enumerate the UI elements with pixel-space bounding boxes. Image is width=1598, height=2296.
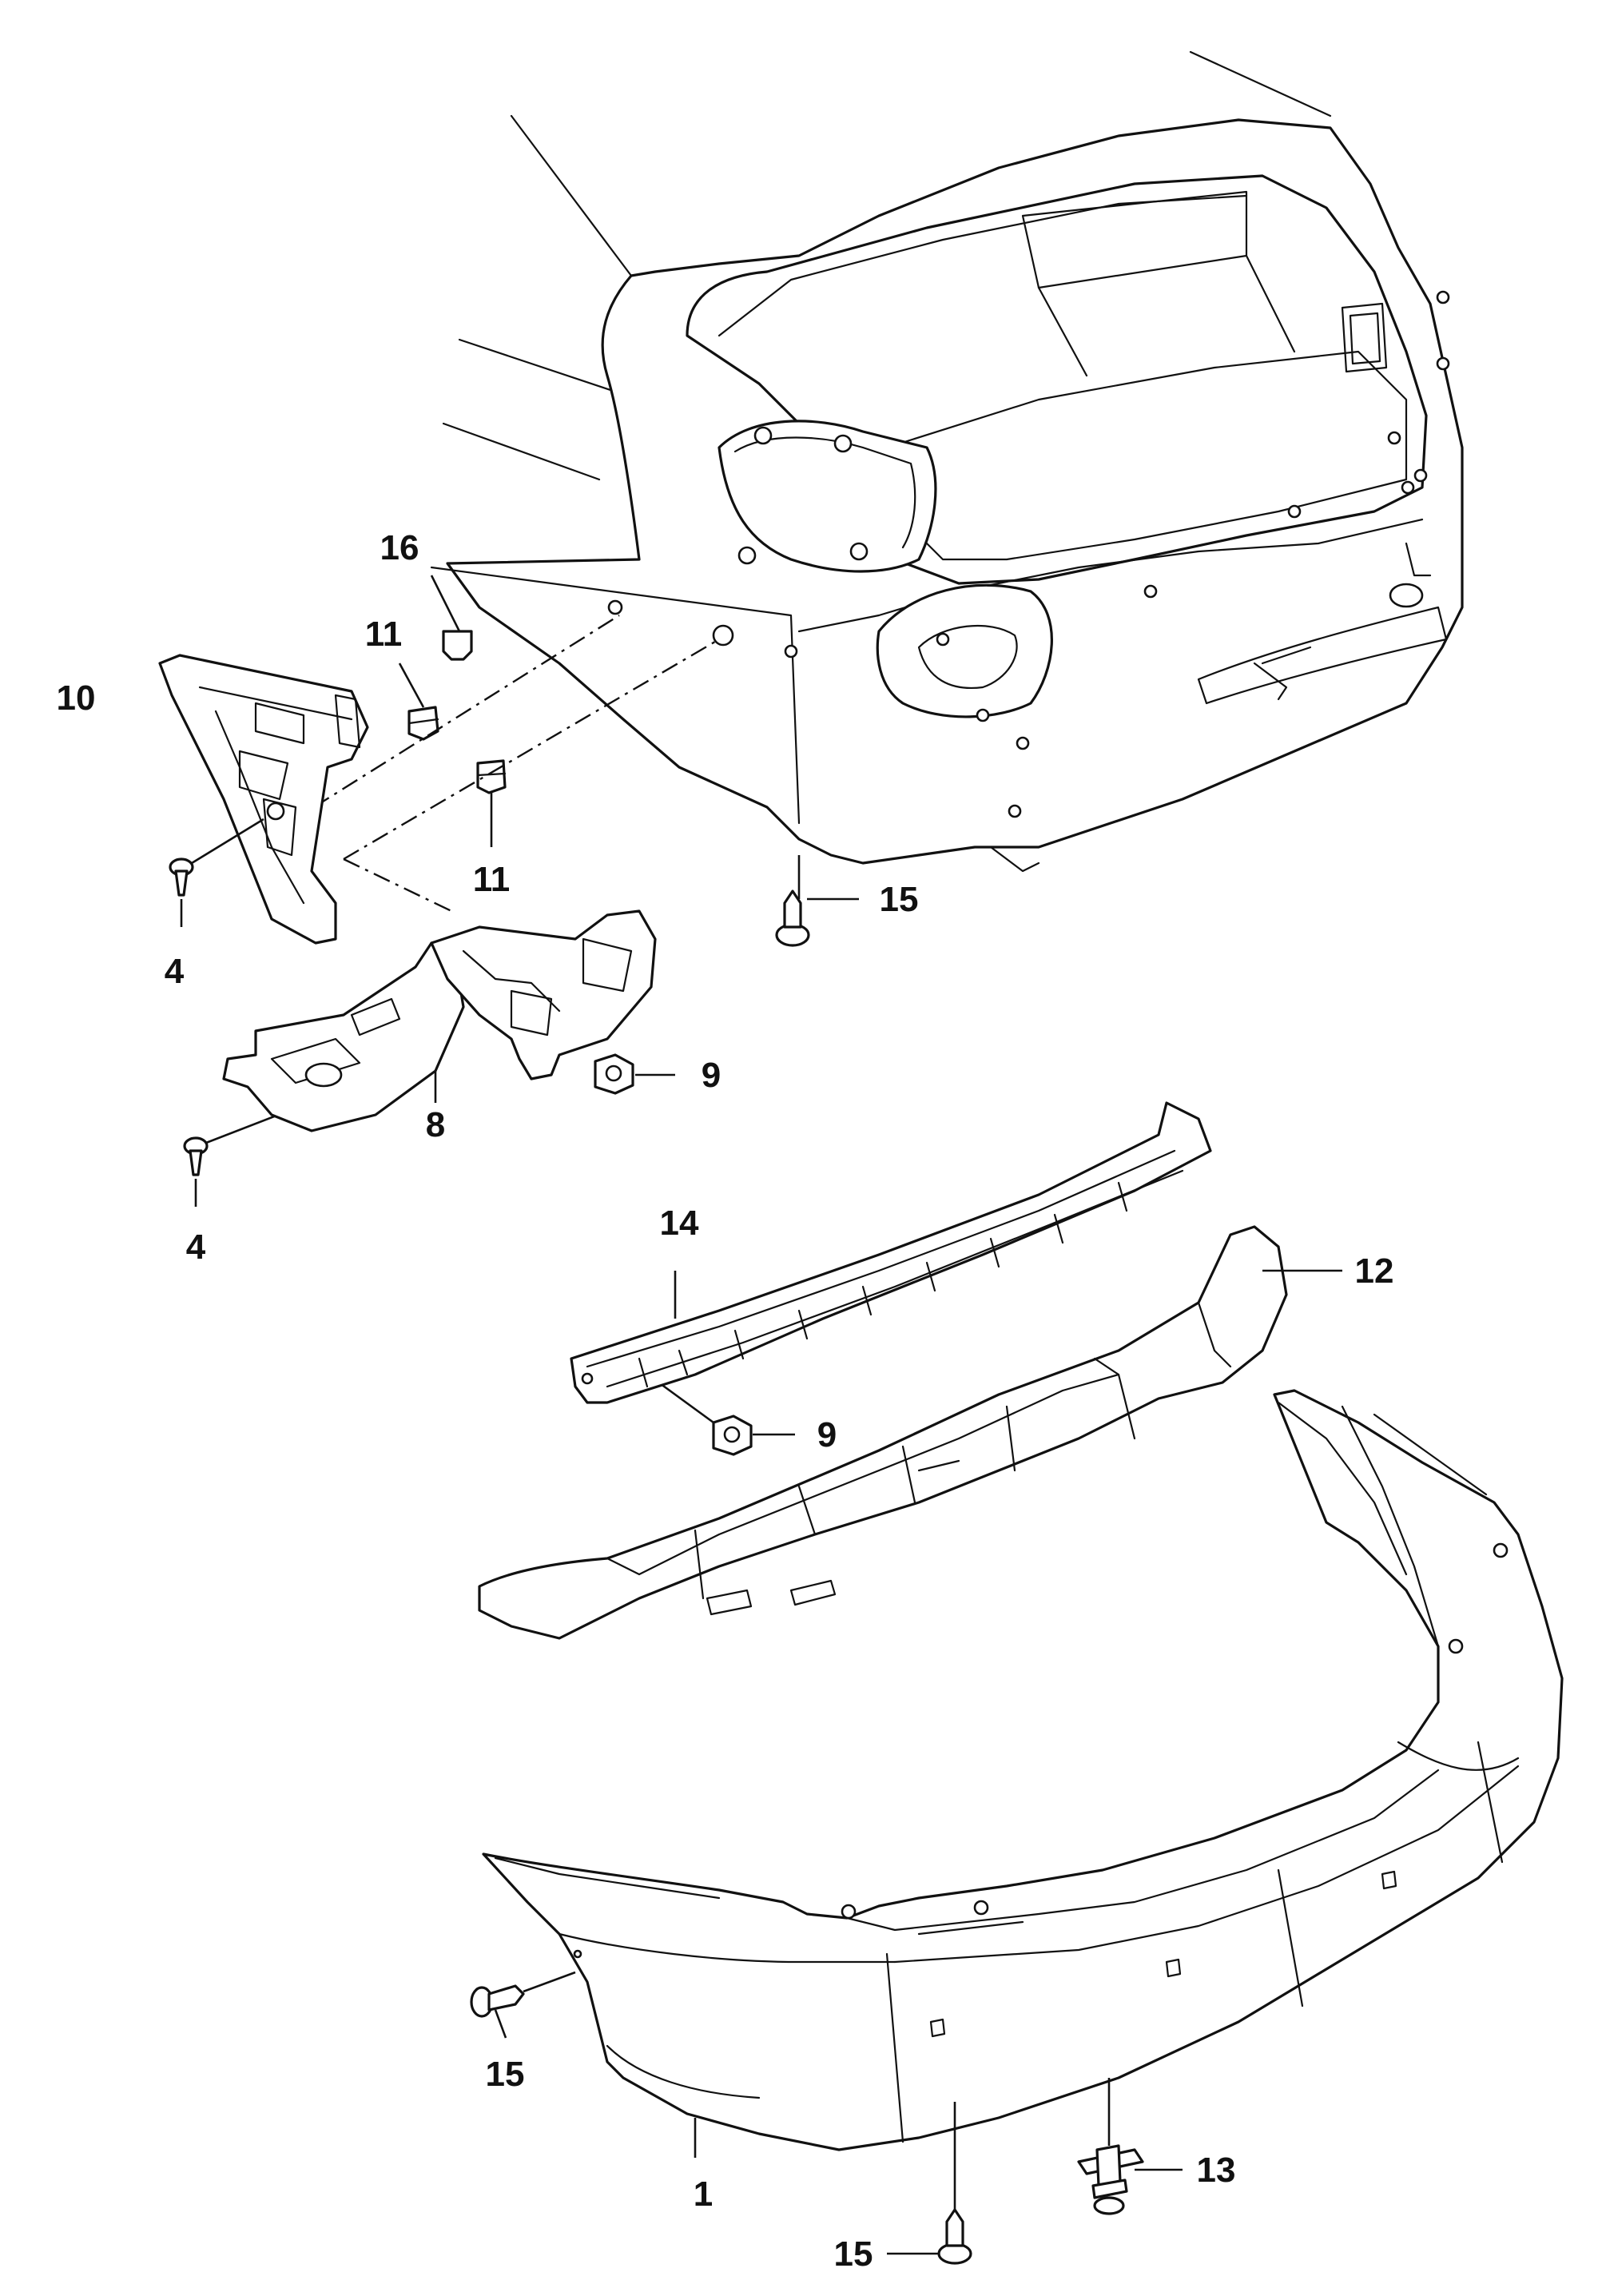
part-1-bumper-cover — [482, 1389, 1564, 2158]
callout-9-upper: 9 — [702, 1056, 721, 1095]
callout-10: 10 — [57, 678, 96, 718]
callout-9-lower: 9 — [817, 1415, 837, 1454]
callout-11-lower: 11 — [473, 860, 511, 899]
part-10-bracket — [158, 654, 369, 945]
callout-13: 13 — [1197, 2151, 1236, 2190]
callout-8: 8 — [426, 1105, 445, 1144]
part-9-nut-upper — [594, 1053, 675, 1095]
part-13-fastener — [1077, 2078, 1183, 2215]
callout-15-upper: 15 — [880, 880, 919, 919]
callout-4-lower: 4 — [186, 1228, 206, 1267]
part-15-rivet-left — [470, 1971, 576, 2039]
callout-12: 12 — [1355, 1251, 1394, 1291]
part-4-screw-upper — [169, 818, 264, 927]
part-9-nut-lower — [645, 1371, 795, 1456]
part-16-clip — [430, 575, 473, 661]
part-8-bracket — [222, 909, 657, 1132]
callout-15-bottom: 15 — [834, 2234, 873, 2274]
callout-15-left: 15 — [486, 2055, 525, 2094]
part-15-rivet-upper — [775, 855, 859, 947]
callout-4-upper: 4 — [165, 952, 185, 991]
part-15-rivet-bottom — [887, 2102, 972, 2265]
part-14-bumper-beam — [570, 1101, 1212, 1404]
part-11-clip-upper — [398, 663, 439, 741]
callout-labels: 16 11 10 11 4 15 9 8 4 14 12 9 15 1 13 1… — [57, 528, 1394, 2274]
body-studs — [784, 290, 1450, 818]
part-12-absorber — [478, 1225, 1342, 1640]
part-11-clip-lower — [476, 759, 507, 847]
callout-11-upper: 11 — [365, 615, 403, 654]
callout-14: 14 — [660, 1204, 699, 1243]
callout-16: 16 — [380, 528, 419, 567]
callout-1: 1 — [694, 2175, 713, 2214]
vehicle-rear-body — [430, 50, 1464, 873]
